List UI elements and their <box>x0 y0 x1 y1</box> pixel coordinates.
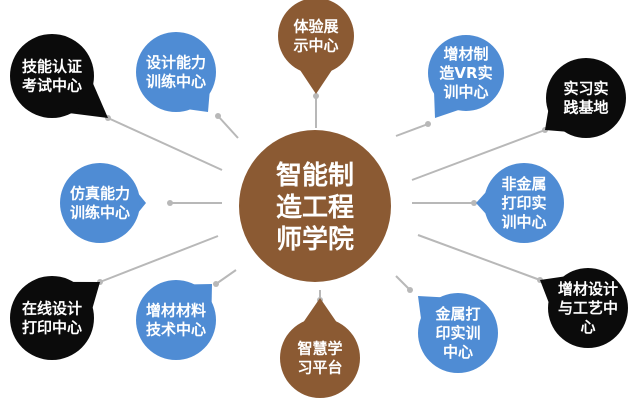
bubble-label-line: 打印实 <box>501 194 546 212</box>
bubble-label-line: 体验展 <box>293 18 338 36</box>
bubble-label-line: 践基地 <box>563 99 608 117</box>
bubble-shape <box>548 268 628 348</box>
bubble-label-line: 非金属 <box>501 175 546 193</box>
hub-circle: 智能制 造工程 师学院 <box>239 130 391 282</box>
bubble-label-line: 智慧学 <box>297 340 342 358</box>
bubble-shape <box>136 32 216 112</box>
connector-lines <box>97 93 548 303</box>
bubble-label-line: 习平台 <box>297 359 342 377</box>
bubble-label-line: 训练中心 <box>70 204 130 222</box>
bubble-shape <box>136 280 216 360</box>
bubble-nodes: 体验展示中心增材制造VR实训中心实习实践基地非金属打印实训中心增材设计与工艺中心… <box>10 0 628 398</box>
hub-circle-shape <box>239 130 391 282</box>
connector-dot <box>407 287 413 293</box>
connector-dot <box>425 121 431 127</box>
bubble-label-line: 实习实 <box>563 80 608 98</box>
bubble-label-line: 增材材料 <box>146 302 206 320</box>
connector-dot <box>215 113 221 119</box>
bubble-shape <box>484 163 564 243</box>
connector-dot <box>213 281 219 287</box>
bubble-shape <box>60 163 140 243</box>
bubble-label-line: 设计能力 <box>146 54 206 72</box>
bubble-label-line: 考试中心 <box>22 77 82 95</box>
bubble-shape <box>278 0 354 74</box>
bubble-shape <box>546 58 626 138</box>
bubble-label-line: 仿真能力 <box>70 185 130 203</box>
bubble-label-line: 心 <box>580 318 595 336</box>
bubble-label-line: 示中心 <box>293 37 338 55</box>
connector-line <box>215 269 237 285</box>
bubble-label-line: 技术中心 <box>146 321 206 339</box>
bubble-label-line: 打印中心 <box>22 319 82 337</box>
bubble-label-line: 增材制 <box>443 45 488 63</box>
bubble-label-line: 中心 <box>443 343 473 361</box>
bubble-shape <box>418 293 498 373</box>
bubble-label-line: 金属打 <box>434 305 480 323</box>
bubble-label-line: 造VR实 <box>439 64 492 82</box>
bubble-label-line: 技能认证 <box>22 58 82 76</box>
connector-line <box>217 115 239 139</box>
bubble-label-line: 在线设计 <box>22 300 82 318</box>
bubble-label-line: 增材设计 <box>558 280 618 298</box>
bubble-shape <box>10 276 94 360</box>
connector-line <box>99 235 219 283</box>
bubble-label-line: 印实训 <box>435 324 480 342</box>
bubble-label-line: 与工艺中 <box>558 299 618 317</box>
bubble-shape <box>428 35 504 111</box>
bubble-label-line: 训中心 <box>443 83 488 101</box>
hub-title-line-1: 智能制 <box>276 160 354 191</box>
connector-dot <box>313 93 319 99</box>
connector-line <box>107 117 223 171</box>
hub-title-line-2: 造工程 <box>276 193 354 223</box>
connector-line <box>395 123 429 137</box>
connector-line <box>395 275 411 291</box>
connector-dot <box>471 200 477 206</box>
hub-title-line-3: 师学院 <box>276 224 354 255</box>
bubble-label-line: 训练中心 <box>146 73 206 91</box>
connector-dot <box>167 200 173 206</box>
bubble-label-line: 训中心 <box>501 213 546 231</box>
bubble-shape <box>280 318 360 398</box>
connector-line <box>411 129 546 181</box>
bubble-shape <box>10 34 94 118</box>
connector-line <box>417 234 541 281</box>
